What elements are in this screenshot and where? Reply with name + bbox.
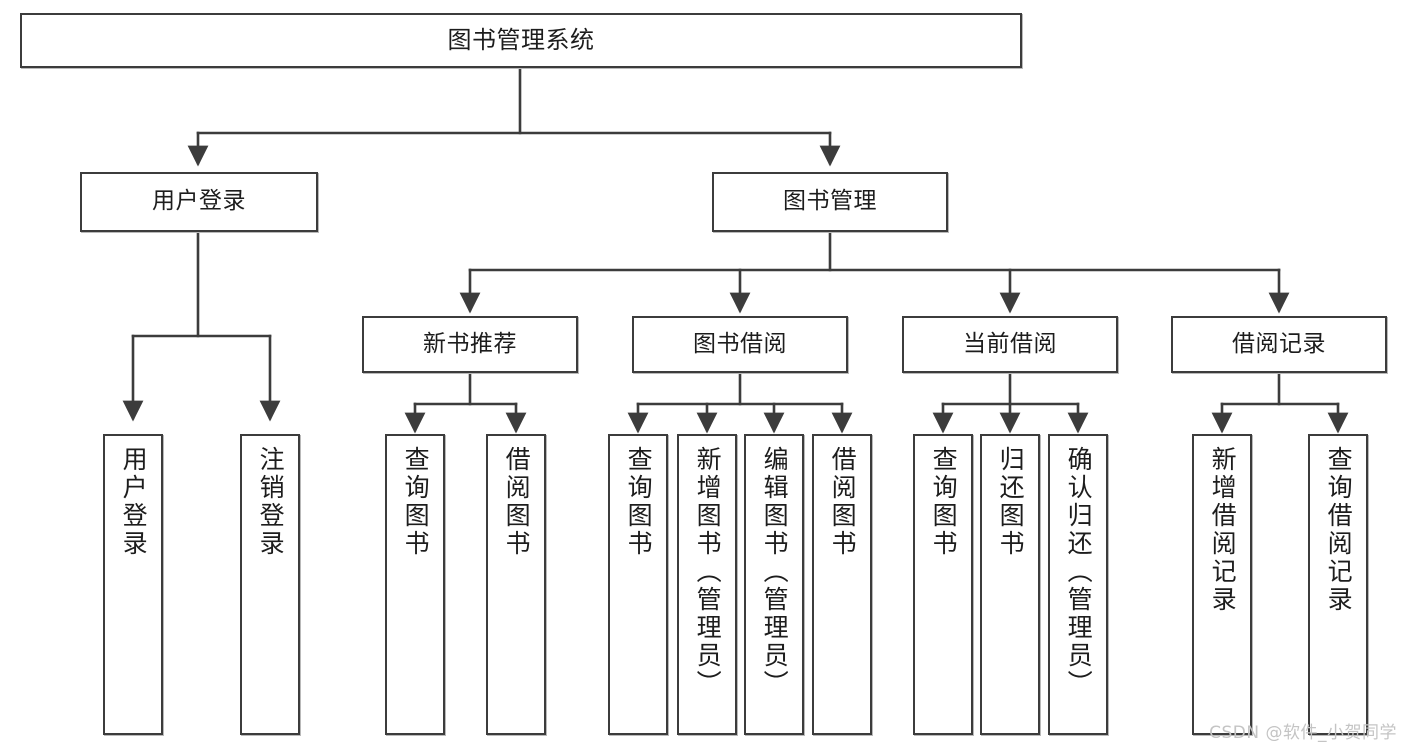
node-leaf-query-book-1-label: 查询图书 — [401, 446, 431, 558]
node-user-login-label: 用户登录 — [152, 188, 246, 215]
node-user-login[interactable]: 用户登录 — [80, 172, 318, 232]
node-leaf-add-record-label: 新增借阅记录 — [1208, 446, 1238, 614]
csdn-watermark: CSDN @软件_小贺同学 — [1209, 723, 1397, 743]
node-leaf-query-book-2-label: 查询图书 — [624, 446, 654, 558]
node-leaf-logout[interactable]: 注销登录 — [240, 434, 300, 735]
node-leaf-user-login[interactable]: 用户登录 — [103, 434, 163, 735]
node-borrow-record-label: 借阅记录 — [1232, 330, 1326, 357]
node-leaf-confirm-return[interactable]: 确认归还（管理员） — [1048, 434, 1108, 735]
node-book-borrow[interactable]: 图书借阅 — [632, 316, 848, 373]
node-leaf-confirm-return-label: 确认归还（管理员） — [1064, 446, 1094, 698]
node-leaf-query-book-3[interactable]: 查询图书 — [913, 434, 973, 735]
node-leaf-query-book-1[interactable]: 查询图书 — [385, 434, 445, 735]
node-root[interactable]: 图书管理系统 — [20, 13, 1022, 68]
node-leaf-query-book-2[interactable]: 查询图书 — [608, 434, 668, 735]
node-new-book-recommend-label: 新书推荐 — [423, 330, 517, 357]
node-leaf-query-record[interactable]: 查询借阅记录 — [1308, 434, 1368, 735]
node-leaf-query-book-3-label: 查询图书 — [929, 446, 959, 558]
node-leaf-borrow-book-1-label: 借阅图书 — [502, 446, 532, 558]
node-current-borrow-label: 当前借阅 — [963, 330, 1057, 357]
node-leaf-query-record-label: 查询借阅记录 — [1324, 446, 1354, 614]
node-new-book-recommend[interactable]: 新书推荐 — [362, 316, 578, 373]
node-leaf-edit-book-label: 编辑图书（管理员） — [760, 446, 790, 698]
node-leaf-borrow-book-2[interactable]: 借阅图书 — [812, 434, 872, 735]
node-leaf-return-book-label: 归还图书 — [996, 446, 1026, 558]
node-book-manage-label: 图书管理 — [783, 188, 877, 215]
node-book-manage[interactable]: 图书管理 — [712, 172, 948, 232]
node-leaf-borrow-book-2-label: 借阅图书 — [828, 446, 858, 558]
node-leaf-add-book-label: 新增图书（管理员） — [693, 446, 723, 698]
node-book-borrow-label: 图书借阅 — [693, 330, 787, 357]
node-leaf-user-login-label: 用户登录 — [119, 446, 149, 558]
node-leaf-add-record[interactable]: 新增借阅记录 — [1192, 434, 1252, 735]
node-root-label: 图书管理系统 — [447, 26, 595, 55]
node-leaf-edit-book[interactable]: 编辑图书（管理员） — [744, 434, 804, 735]
node-leaf-logout-label: 注销登录 — [256, 446, 286, 558]
node-leaf-return-book[interactable]: 归还图书 — [980, 434, 1040, 735]
node-leaf-add-book[interactable]: 新增图书（管理员） — [677, 434, 737, 735]
node-leaf-borrow-book-1[interactable]: 借阅图书 — [486, 434, 546, 735]
node-borrow-record[interactable]: 借阅记录 — [1171, 316, 1387, 373]
node-current-borrow[interactable]: 当前借阅 — [902, 316, 1118, 373]
